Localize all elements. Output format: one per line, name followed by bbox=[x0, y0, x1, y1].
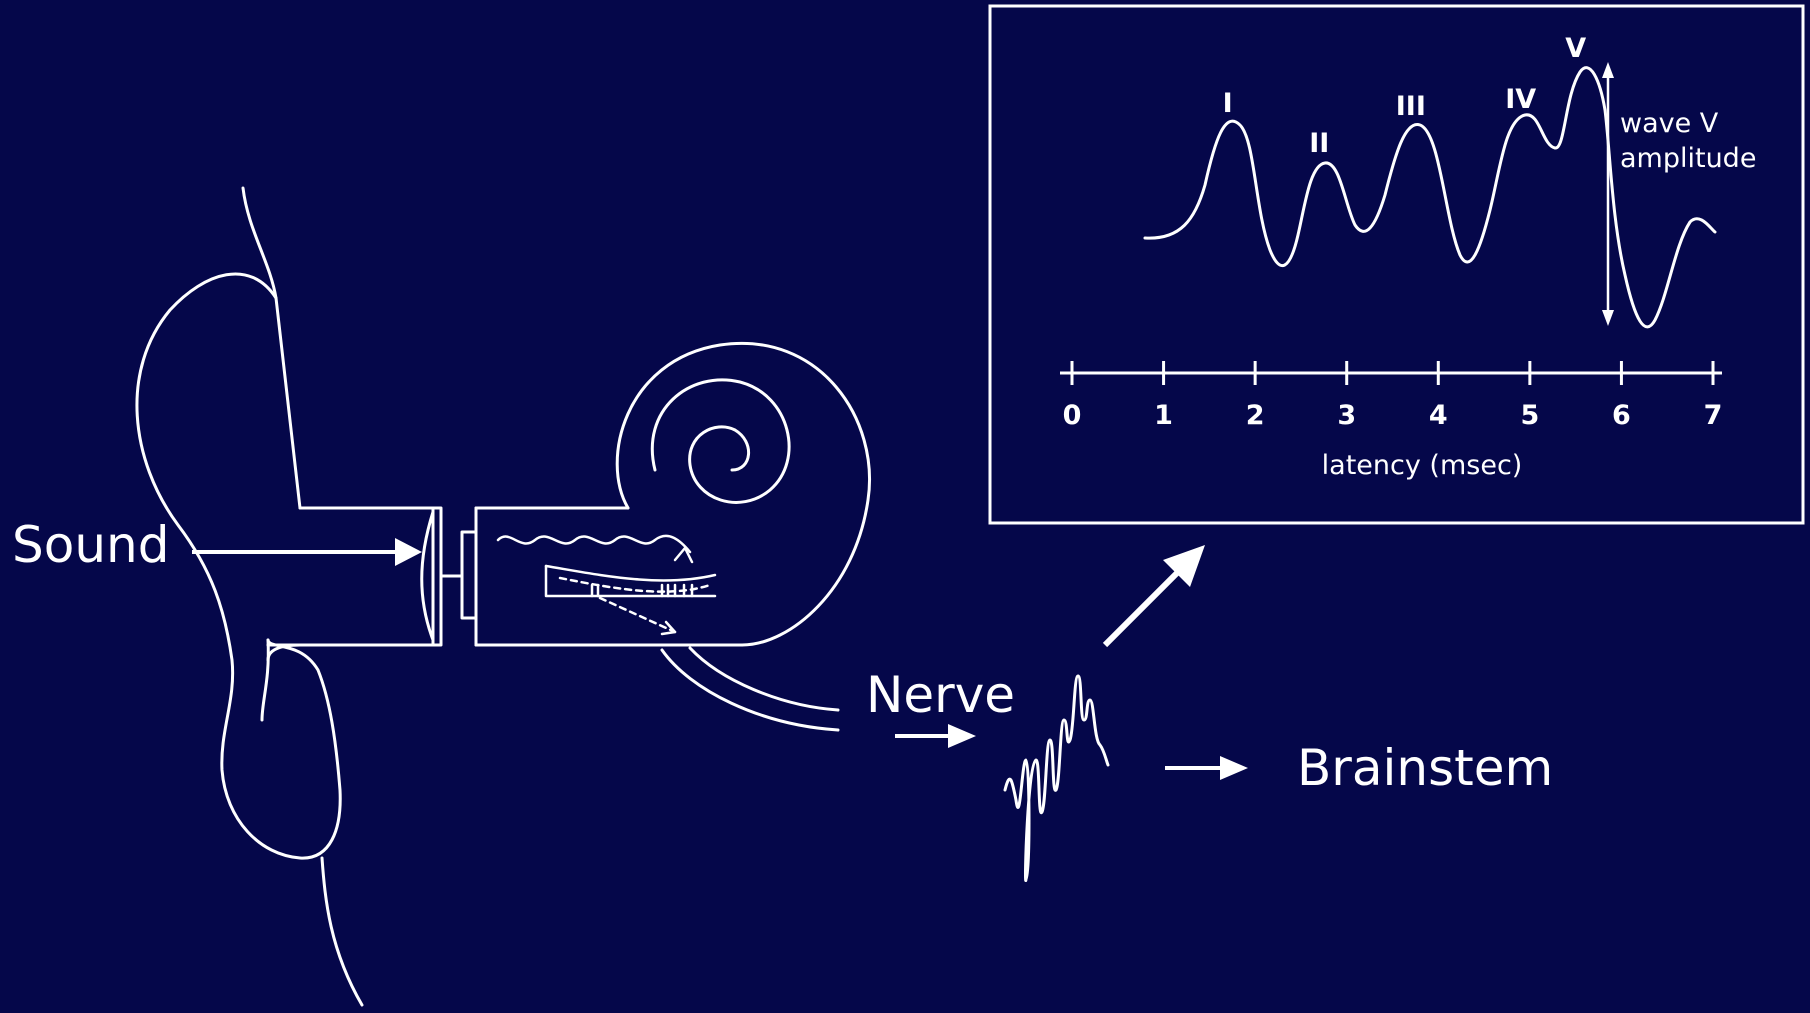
amplitude-label-line1: wave V bbox=[1620, 108, 1719, 139]
brainstem-arrow-icon bbox=[1165, 756, 1248, 780]
nerve-arrow-icon bbox=[895, 724, 976, 748]
peak-label-iii: III bbox=[1396, 91, 1426, 122]
traveling-wave-drawing bbox=[496, 534, 717, 636]
x-tick-label: 6 bbox=[1612, 400, 1631, 431]
x-tick-label: 1 bbox=[1154, 400, 1173, 431]
sound-label: Sound bbox=[12, 516, 169, 574]
outer-ear-drawing bbox=[135, 186, 435, 1007]
x-tick-label: 2 bbox=[1246, 400, 1265, 431]
x-tick-label: 4 bbox=[1429, 400, 1448, 431]
wave-v-amplitude-arrow-icon bbox=[1602, 62, 1614, 326]
x-tick-label: 3 bbox=[1337, 400, 1356, 431]
x-tick-label: 5 bbox=[1520, 400, 1539, 431]
x-tick-label: 7 bbox=[1704, 400, 1723, 431]
x-axis-label: latency (msec) bbox=[1322, 450, 1523, 481]
peak-label-v: V bbox=[1565, 33, 1586, 64]
sound-arrow-icon bbox=[192, 538, 422, 566]
ear-canal-drawing bbox=[266, 506, 443, 647]
peak-label-ii: II bbox=[1309, 128, 1329, 159]
peak-label-iv: IV bbox=[1505, 84, 1536, 115]
x-tick-label: 0 bbox=[1063, 400, 1082, 431]
cochlea-drawing bbox=[474, 341, 871, 732]
brainstem-label: Brainstem bbox=[1297, 739, 1553, 797]
abr-waveform-line bbox=[1143, 66, 1717, 329]
latency-axis-ticks: 0 1 2 3 4 5 6 7 bbox=[1063, 361, 1723, 431]
peak-label-i: I bbox=[1223, 88, 1233, 119]
chart-panel-border bbox=[988, 4, 1805, 525]
nerve-label: Nerve bbox=[866, 666, 1015, 724]
to-chart-arrow-icon bbox=[1102, 545, 1205, 648]
amplitude-label-line2: amplitude bbox=[1620, 143, 1756, 174]
middle-ear-drawing bbox=[439, 530, 478, 620]
raw-response-waveform bbox=[1003, 674, 1110, 882]
